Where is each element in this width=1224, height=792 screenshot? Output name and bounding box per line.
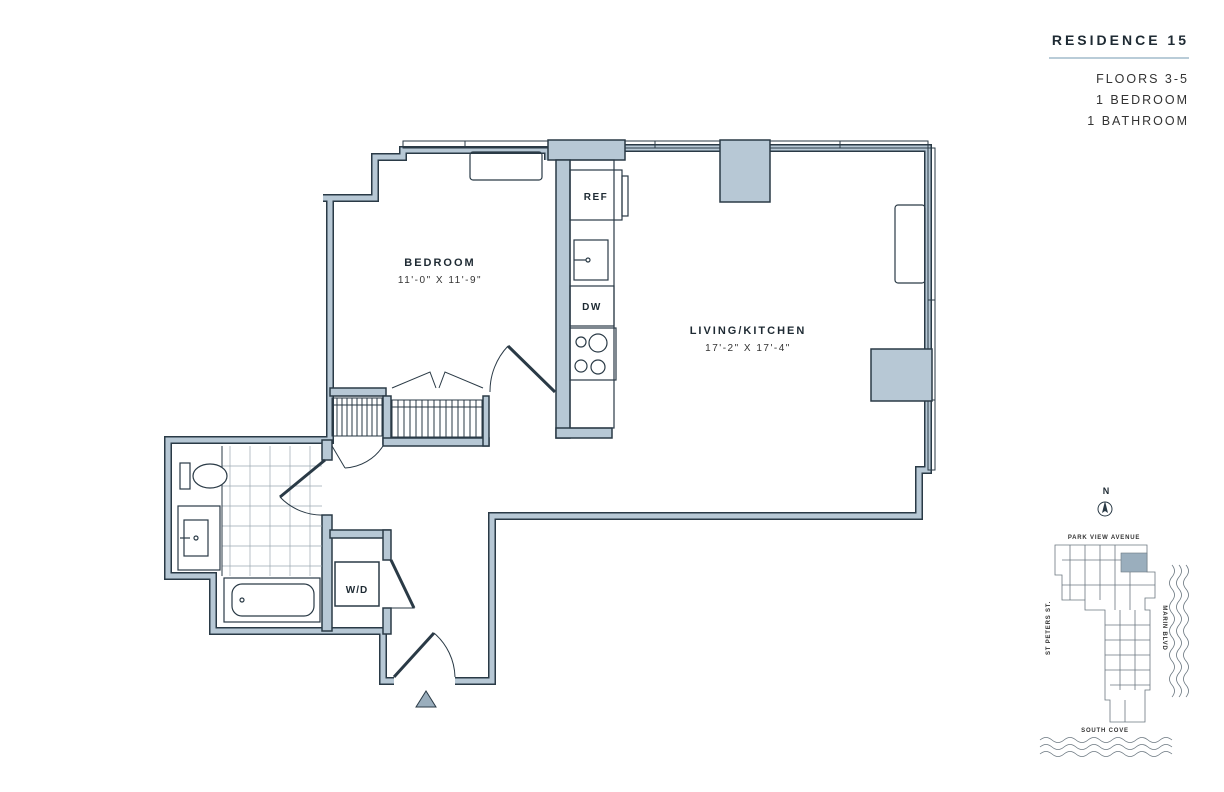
bathroom-vanity <box>177 505 221 571</box>
column-top <box>719 139 771 203</box>
kitchen-sink <box>573 239 609 281</box>
building-footprint <box>1054 544 1156 723</box>
refrigerator <box>569 169 629 221</box>
cooktop <box>569 327 617 381</box>
title-underline <box>1049 57 1189 59</box>
exterior-wall <box>164 144 932 685</box>
interior-walls <box>321 159 613 635</box>
north-label: N <box>1103 486 1110 496</box>
wd-label: W/D <box>346 585 368 596</box>
bedroom-count-label: 1 BEDROOM <box>1095 93 1189 107</box>
column-kitchen-top <box>547 139 626 161</box>
living-kitchen-dims: 17'-2" X 17'-4" <box>705 343 791 354</box>
bathroom-count-label: 1 BATHROOM <box>1087 114 1189 128</box>
street-top: PARK VIEW AVENUE <box>1068 535 1140 541</box>
column-right <box>870 348 933 402</box>
dw-label: DW <box>582 302 602 313</box>
water-waves-bottom <box>1039 737 1173 757</box>
bathtub <box>223 577 321 623</box>
closet-bifold-doors <box>391 371 484 389</box>
key-plan: N PARK VIEW AVENUE ST PETERS ST. MARIN B… <box>1039 486 1189 757</box>
street-left: ST PETERS ST. <box>1046 601 1052 655</box>
bedroom-dims: 11'-0" X 11'-9" <box>398 275 482 286</box>
north-arrow-icon <box>1097 501 1113 517</box>
living-kitchen-label: LIVING/KITCHEN <box>690 325 807 337</box>
water-waves-right <box>1169 564 1189 698</box>
floors-label: FLOORS 3-5 <box>1096 72 1189 86</box>
bathroom-tile-grid <box>222 446 322 576</box>
dishwasher <box>569 285 615 327</box>
ref-label: REF <box>584 192 609 203</box>
street-right: MARIN BLVD <box>1161 605 1167 650</box>
entry-marker <box>415 690 437 708</box>
bedroom-label: BEDROOM <box>404 257 475 269</box>
unit-highlight <box>1120 552 1148 573</box>
hvac-living <box>894 204 926 284</box>
washer-dryer <box>334 561 380 607</box>
hvac-bedroom <box>469 151 543 181</box>
residence-title: RESIDENCE 15 <box>1051 32 1189 48</box>
street-bottom: SOUTH COVE <box>1081 728 1129 734</box>
closet-shelves <box>331 397 483 438</box>
toilet <box>179 462 228 490</box>
exterior-wall-fill <box>165 145 931 684</box>
door-swings <box>279 344 557 679</box>
